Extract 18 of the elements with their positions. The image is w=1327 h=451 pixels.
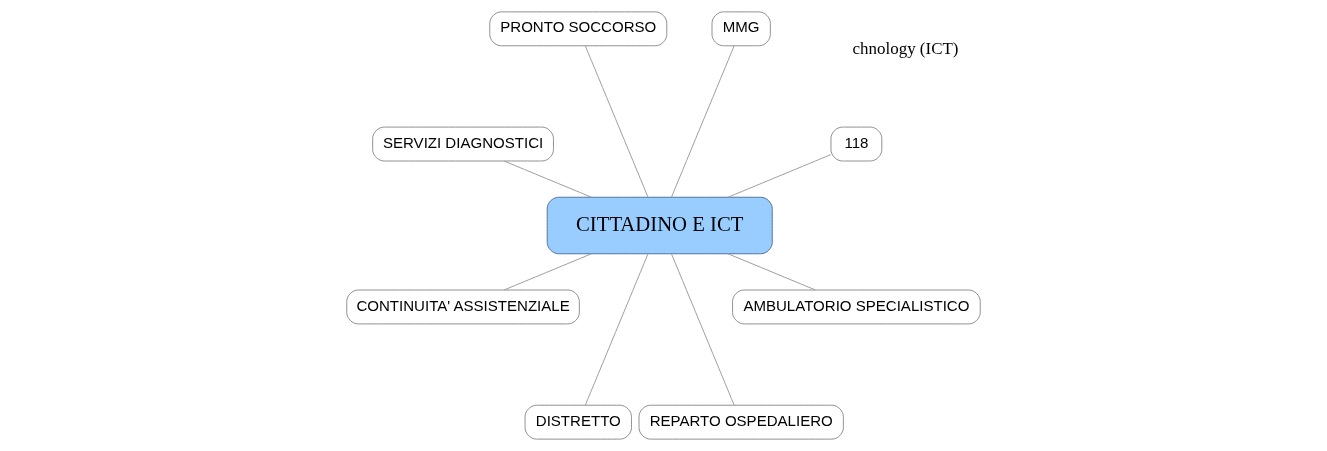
node-box: DISTRETTO [524,404,632,440]
connector [584,45,649,198]
connector [727,253,816,291]
node-box: CITTADINO E ICT [546,196,773,255]
node-box: CONTINUITA' ASSISTENZIALE [346,289,580,325]
node-box: AMBULATORIO SPECIALISTICO [732,289,981,325]
connector [503,253,592,291]
connector [503,160,592,198]
connector [671,253,735,406]
label: chnology (ICT) [852,38,959,58]
connector [671,45,735,198]
node-box: SERVIZI DIAGNOSTICI [372,126,554,162]
node-box: REPARTO OSPEDALIERO [638,404,844,440]
node-box: 118 [830,126,883,162]
node-box: MMG [711,11,771,47]
connector [584,253,649,406]
connector [727,154,832,198]
node-box: PRONTO SOCCORSO [489,11,668,47]
